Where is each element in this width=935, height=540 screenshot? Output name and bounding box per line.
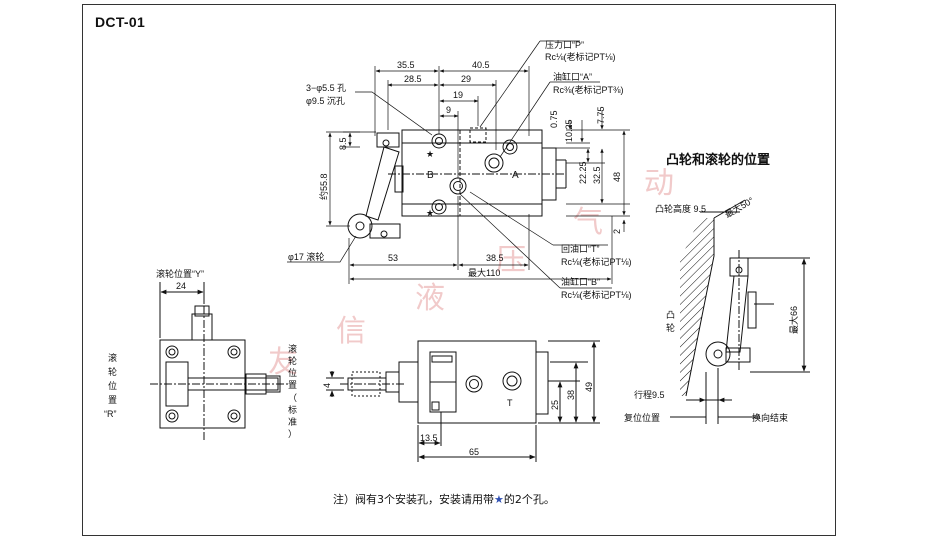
drawing-frame	[82, 4, 836, 536]
port-t-spec: Rc⅛(老标记PT⅛)	[561, 256, 632, 267]
dim-35-5: 35.5	[397, 60, 415, 70]
std-label-7: 准	[288, 417, 297, 427]
port-p-spec: Rc⅛(老标记PT⅛)	[545, 51, 616, 62]
r-label-4: 置	[108, 395, 117, 405]
roller-label: φ17 滚轮	[288, 251, 324, 262]
dim-9: 9	[446, 105, 451, 115]
dim-32-5: 32.5	[592, 166, 602, 184]
counterbore-label: φ9.5 沉孔	[306, 96, 345, 106]
r-label-5: “R”	[104, 409, 117, 419]
reset-position-label: 复位位置	[624, 412, 660, 423]
r-label-3: 位	[108, 380, 117, 391]
front-view	[326, 340, 600, 462]
dim-53: 53	[388, 253, 398, 263]
cam-height-label: 凸轮高度 9.5	[655, 203, 706, 214]
stroke-label: 行程9.5	[634, 389, 665, 400]
max-angle-label: 最大50°	[723, 194, 756, 220]
dim-19: 19	[453, 90, 463, 100]
port-b-name: 油缸口“B”	[561, 276, 600, 287]
dim-10-25: 10.25	[564, 119, 574, 142]
cam-view	[670, 199, 810, 424]
dim-29: 29	[461, 74, 471, 84]
svg-text:信: 信	[336, 314, 366, 349]
dim-0-75: 0.75	[549, 110, 559, 128]
drawing-title: DCT-01	[95, 14, 146, 30]
dim-8-5: 8.5	[338, 137, 348, 150]
top-view-dimensions	[287, 40, 630, 289]
dim-38-5: 38.5	[486, 253, 504, 263]
cam-section-title: 凸轮和滚轮的位置	[666, 152, 770, 168]
std-label-5: （	[288, 393, 297, 403]
dim-4: 4	[322, 383, 332, 388]
svg-text:动: 动	[644, 166, 674, 201]
dim-22-25: 22.25	[578, 161, 588, 184]
cam-label-1: 凸	[666, 310, 675, 320]
port-b-label: B	[427, 170, 434, 181]
svg-text:友: 友	[268, 345, 298, 380]
note-text-before: 注）阀有3个安装孔，安装请用带	[333, 493, 494, 506]
port-a-label: A	[512, 170, 519, 181]
std-label-1: 滚	[288, 343, 297, 354]
side-view	[150, 282, 290, 440]
top-view	[347, 127, 567, 239]
dim-max-110: 最大110	[468, 267, 500, 278]
std-label-6: 标	[288, 404, 297, 415]
svg-text:气: 气	[573, 205, 603, 240]
std-label-3: 位	[288, 367, 297, 378]
svg-text:液: 液	[415, 281, 445, 316]
port-p-name: 压力口“P”	[545, 39, 584, 50]
std-label-8: ）	[288, 429, 297, 439]
dim-24: 24	[176, 281, 186, 291]
r-label-2: 轮	[108, 366, 117, 377]
port-a-hole	[484, 153, 504, 173]
dim-49: 49	[584, 382, 594, 392]
dim-13-5: 13.5	[420, 433, 438, 443]
port-a-name: 油缸口“A”	[553, 71, 592, 82]
star-icon: ★	[426, 149, 434, 159]
star-icon: ★	[494, 493, 504, 506]
std-label-2: 轮	[288, 355, 297, 366]
star-icon: ★	[426, 208, 434, 218]
port-t-label: T	[507, 398, 513, 408]
port-t-name: 回油口“T”	[561, 243, 600, 254]
note-text-after: 的2个孔。	[503, 493, 555, 506]
cam-roller-wheel	[705, 341, 731, 367]
dim-max-66: 最大66	[788, 306, 799, 334]
port-p-hole	[449, 177, 467, 195]
cam-label-2: 轮	[666, 322, 675, 333]
dim-38: 38	[566, 390, 576, 400]
dim-55-8: 约55.8	[318, 173, 329, 200]
watermark: 友 信 液 压 气 动	[268, 166, 674, 380]
roller-wheel	[347, 213, 373, 239]
svg-text:压: 压	[496, 243, 526, 278]
dim-7-75: 7.75	[596, 106, 606, 124]
switch-end-label: 换向结束	[752, 412, 788, 423]
roller-lever	[347, 132, 401, 239]
dim-65: 65	[469, 447, 479, 457]
dim-40-5: 40.5	[472, 60, 490, 70]
dim-2: 2	[612, 229, 622, 234]
mount-holes	[431, 133, 518, 215]
holes-label: 3−φ5.5 孔	[306, 83, 346, 93]
std-label-4: 置	[288, 380, 297, 390]
dim-48: 48	[612, 172, 622, 182]
dim-25: 25	[550, 400, 560, 410]
roller-y-label: 滚轮位置“Y”	[156, 268, 204, 279]
r-label-1: 滚	[108, 352, 117, 363]
dim-28-5: 28.5	[404, 74, 422, 84]
installation-note: 注）阀有3个安装孔，安装请用带★的2个孔。	[333, 491, 555, 507]
port-a-spec: Rc⅜(老标记PT⅜)	[553, 84, 624, 95]
port-b-spec: Rc⅛(老标记PT⅛)	[561, 289, 632, 300]
